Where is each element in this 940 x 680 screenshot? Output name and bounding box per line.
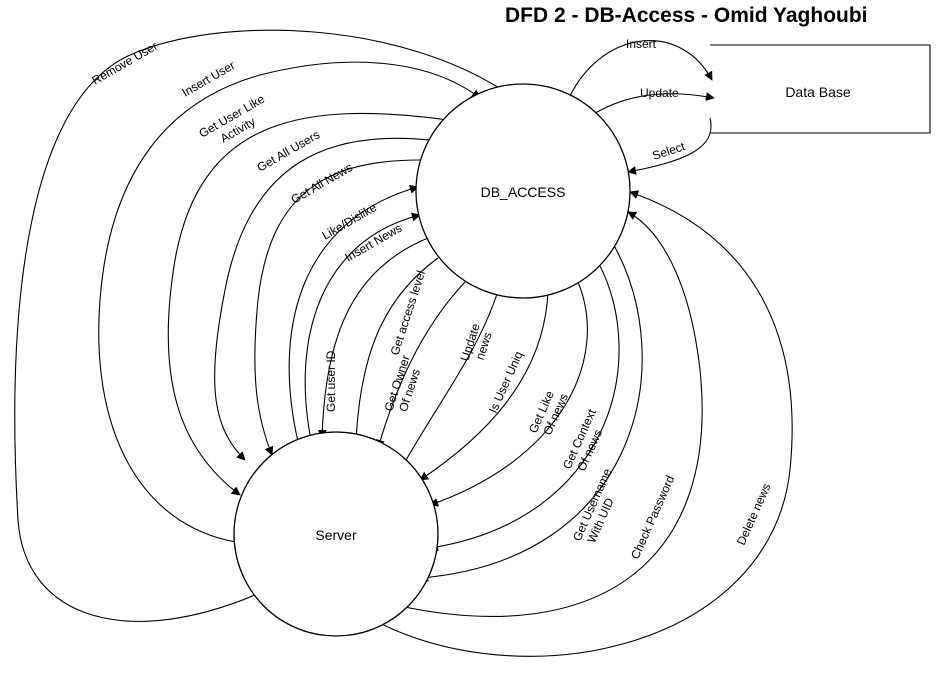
flow-insert-label: Insert: [626, 37, 657, 51]
db-access-process: [415, 83, 631, 299]
flow-get-access-level: [351, 257, 439, 443]
server-process: [233, 431, 439, 637]
flow-get-username-with-uid-label: Get Username With UID: [570, 463, 629, 549]
flow-get-access-level-label: Get access level: [388, 269, 429, 357]
flow-get-all-news-label: Get All News: [289, 160, 355, 206]
flow-remove-user: [14, 29, 511, 622]
flow-get-like-of-news-label: Get Like Of news: [526, 386, 571, 441]
flow-is-user-uniq: [419, 289, 549, 481]
flow-get-user-like-activity-label: Get User Like Activity: [197, 90, 278, 153]
db-access-label: DB_ACCESS: [481, 184, 566, 200]
flow-get-user-id: [317, 237, 429, 439]
flow-insert-news: [304, 212, 421, 446]
flow-insert-user: [98, 61, 481, 543]
flow-check-password-label: Check Password: [628, 473, 677, 561]
flow-get-user-id-label: Get user ID: [324, 350, 338, 412]
flow-insert-user-label: Insert User: [180, 58, 238, 99]
flow-update-label: Update: [640, 86, 679, 100]
flow-select-label: Select: [651, 139, 688, 163]
diagram-title: DFD 2 - DB-Access - Omid Yaghoubi: [505, 4, 868, 27]
flow-get-all-users-label: Get All Users: [255, 127, 323, 174]
flow-get-context-of-news: [429, 261, 620, 552]
flow-select: [627, 117, 712, 175]
flow-like-dislike: [288, 184, 419, 451]
database-store: [710, 44, 931, 134]
flow-get-owner-of-news: [375, 281, 466, 449]
server-label: Server: [315, 527, 357, 543]
flow-get-like-of-news: [429, 281, 588, 507]
flow-get-owner-of-news-label: Get Owner Of news: [382, 350, 428, 417]
flow-delete-news-label: Delete news: [734, 481, 774, 547]
flow-insert: [567, 40, 713, 101]
flow-check-password: [394, 211, 703, 617]
database-label: Data Base: [785, 84, 851, 100]
flow-get-all-users: [214, 137, 431, 461]
flow-update-news: [404, 284, 502, 463]
flow-get-user-like-activity: [167, 112, 449, 496]
flow-get-all-news: [254, 159, 421, 456]
flow-get-username-with-uid: [419, 241, 643, 582]
flow-update: [591, 92, 715, 116]
flow-delete-news: [369, 190, 793, 657]
flow-remove-user-label: Remove User: [90, 39, 161, 88]
flow-update-news-label: Update news: [458, 319, 498, 368]
